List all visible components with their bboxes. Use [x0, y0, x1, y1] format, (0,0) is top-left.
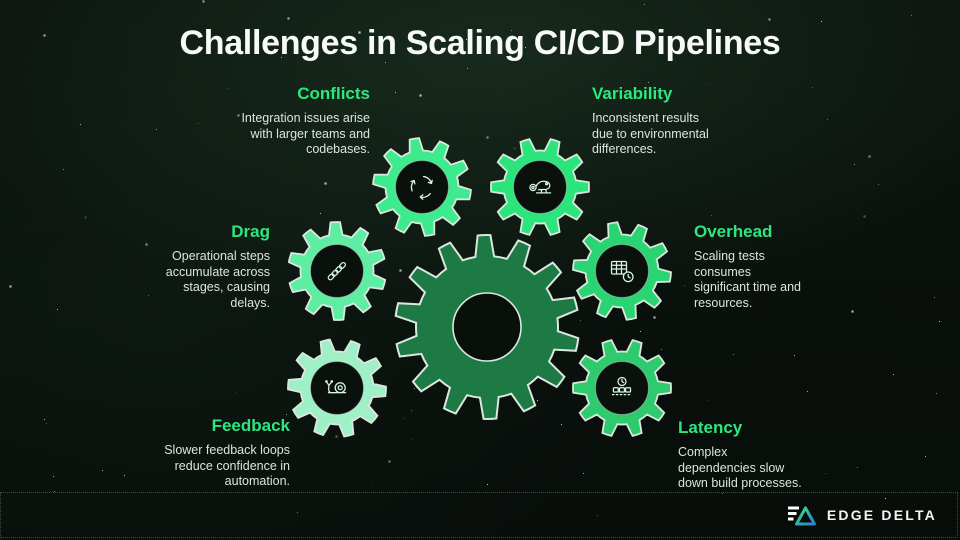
- challenge-drag-description: Operational steps accumulate across stag…: [165, 249, 270, 310]
- gear-drag: [287, 221, 387, 321]
- challenge-feedback: Feedback Slower feedback loops reduce co…: [110, 416, 290, 490]
- gear-latency: [572, 339, 672, 437]
- challenge-variability: Variability Inconsistent results due to …: [592, 84, 742, 158]
- edge-delta-logo-icon: [787, 506, 816, 525]
- conveyor-clock-icon: [611, 376, 633, 396]
- challenge-overhead-description: Scaling tests consumes significant time …: [694, 249, 802, 310]
- challenge-conflicts-description: Integration issues arise with larger tea…: [241, 111, 370, 156]
- gear-variability: [490, 138, 590, 236]
- table-clock-icon: [610, 260, 634, 283]
- challenge-overhead: Overhead Scaling tests consumes signific…: [694, 222, 839, 311]
- challenge-variability-title: Variability: [592, 84, 673, 103]
- challenge-latency-title: Latency: [678, 418, 743, 437]
- challenge-conflicts: Conflicts Integration issues arise with …: [180, 84, 370, 158]
- challenge-drag-title: Drag: [231, 222, 270, 241]
- merge-swirl-icon: [410, 175, 433, 200]
- slide-title: Challenges in Scaling CI/CD Pipelines: [179, 24, 781, 62]
- challenge-latency-description: Complex dependencies slow down build pro…: [678, 445, 802, 490]
- challenge-conflicts-title: Conflicts: [297, 84, 370, 103]
- challenge-latency: Latency Complex dependencies slow down b…: [678, 418, 843, 492]
- snail-icon: [325, 380, 347, 394]
- brand-logo: EDGE DELTA: [787, 504, 937, 527]
- footer: EDGE DELTA: [0, 492, 958, 538]
- gear-overhead: [572, 221, 672, 321]
- brand-name: EDGE DELTA: [826, 507, 937, 523]
- challenge-overhead-title: Overhead: [694, 222, 773, 241]
- chain-icon: [327, 261, 347, 281]
- challenge-variability-description: Inconsistent results due to environmenta…: [592, 111, 709, 156]
- gear-feedback: [287, 338, 387, 438]
- gear-conflicts: [372, 137, 472, 237]
- challenge-feedback-title: Feedback: [211, 416, 290, 435]
- chameleon-icon: [529, 180, 552, 194]
- challenge-feedback-description: Slower feedback loops reduce confidence …: [164, 443, 290, 488]
- center-gear: [394, 234, 580, 420]
- challenge-drag: Drag Operational steps accumulate across…: [110, 222, 270, 311]
